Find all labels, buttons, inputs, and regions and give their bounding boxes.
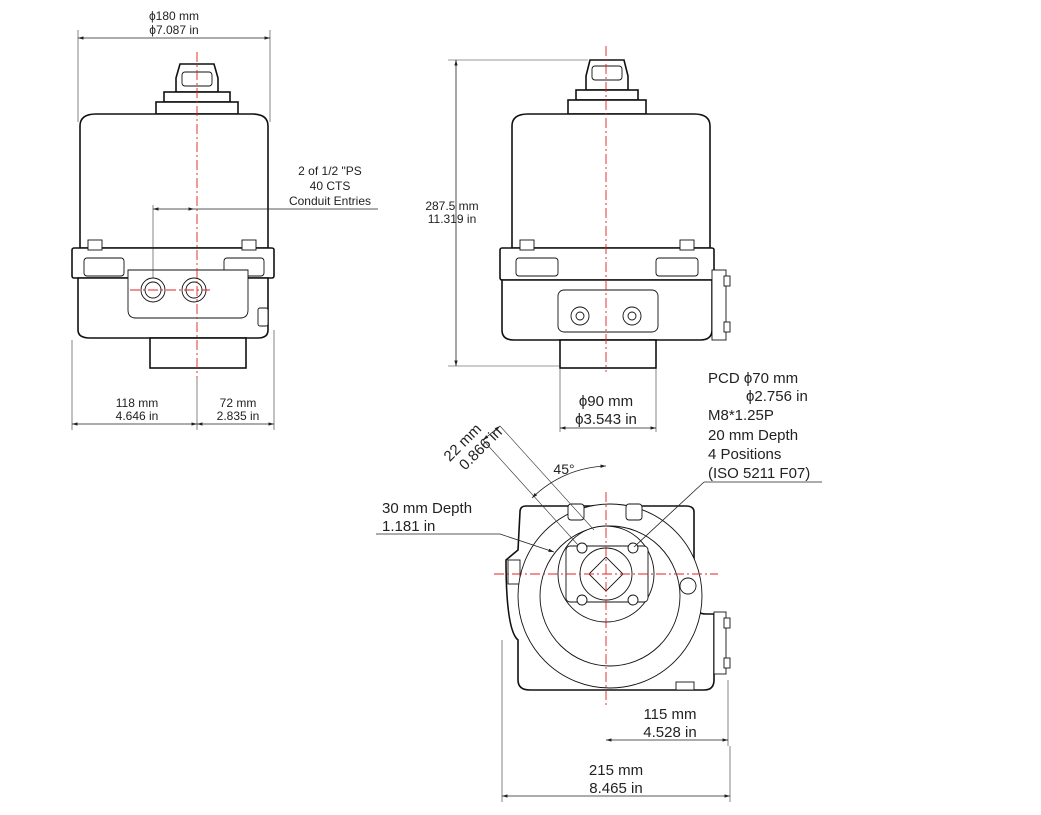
front-view — [71, 52, 275, 378]
left-offset-in: 4.646 in — [116, 409, 159, 423]
bore-depth-in: 1.181 in — [382, 518, 435, 535]
bottom-view — [494, 492, 731, 706]
conduit-entries-callout: 2 of 1/2 "PS 40 CTS Conduit Entries — [152, 164, 378, 278]
side-base-diameter-dimension: ϕ90 mm ϕ3.543 in — [559, 368, 657, 432]
total-width-mm: 215 mm — [589, 762, 643, 779]
pcd-callout: PCD ϕ70 mm ϕ2.756 in M8*1.25P 20 mm Dept… — [633, 370, 822, 548]
pcd-line1: PCD ϕ70 mm — [708, 370, 798, 387]
angle-dimension: 45° — [531, 461, 607, 499]
pcd-line3: M8*1.25P — [708, 407, 774, 424]
front-top-width-in: ϕ7.087 in — [149, 23, 198, 37]
total-width-dimension: 215 mm 8.465 in — [501, 640, 731, 802]
conduit-note-line3: Conduit Entries — [289, 194, 371, 208]
front-bottom-offsets-dimension: 118 mm 4.646 in 72 mm 2.835 in — [71, 330, 275, 430]
front-top-width-mm: ϕ180 mm — [149, 9, 199, 23]
left-offset-mm: 118 mm — [116, 396, 158, 410]
center-offset-mm: 115 mm — [643, 706, 696, 723]
right-offset-in: 2.835 in — [217, 409, 260, 423]
front-top-width-dimension: ϕ180 mm ϕ7.087 in — [77, 9, 271, 122]
total-width-in: 8.465 in — [589, 780, 642, 797]
conduit-note-line1: 2 of 1/2 "PS — [298, 164, 362, 178]
pcd-line2: ϕ2.756 in — [746, 388, 808, 405]
base-dia-in: ϕ3.543 in — [575, 411, 637, 428]
center-offset-in: 4.528 in — [643, 724, 696, 741]
side-view — [499, 46, 731, 372]
right-offset-mm: 72 mm — [220, 396, 257, 410]
height-in: 11.319 in — [428, 212, 477, 226]
side-height-dimension: 287.5 mm 11.319 in — [425, 59, 588, 367]
bore-depth-callout: 30 mm Depth 1.181 in — [376, 500, 555, 553]
base-dia-mm: ϕ90 mm — [579, 393, 633, 410]
bore-depth-mm: 30 mm Depth — [382, 500, 472, 517]
conduit-note-line2: 40 CTS — [310, 179, 351, 193]
pcd-line5: 4 Positions — [708, 446, 781, 463]
height-mm: 287.5 mm — [425, 199, 478, 213]
center-offset-dimension: 115 mm 4.528 in — [606, 680, 729, 746]
angle-label: 45° — [553, 461, 574, 477]
pcd-line6: (ISO 5211 F07) — [708, 465, 810, 482]
pcd-line4: 20 mm Depth — [708, 427, 798, 444]
